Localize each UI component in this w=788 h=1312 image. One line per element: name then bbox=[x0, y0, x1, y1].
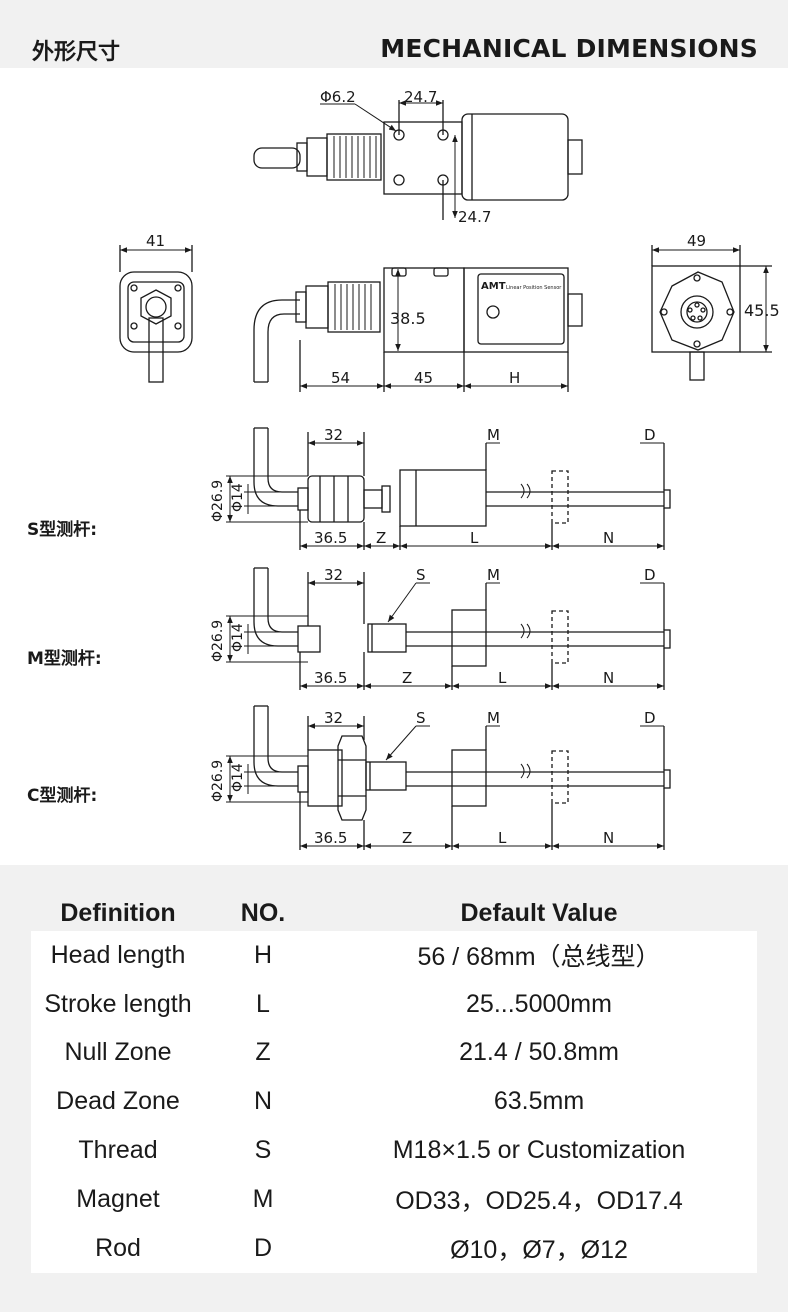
m-dim-z: Z bbox=[402, 669, 412, 687]
cell-no: H bbox=[205, 931, 321, 980]
s-rod-drawing bbox=[226, 427, 671, 550]
s-dim-n: N bbox=[603, 529, 614, 547]
dim-left-width: 41 bbox=[146, 232, 165, 250]
cell-default-value: 63.5mm bbox=[321, 1077, 757, 1127]
cell-no: D bbox=[205, 1223, 321, 1273]
cell-no: M bbox=[205, 1174, 321, 1224]
section-header: 外形尺寸 MECHANICAL DIMENSIONS bbox=[0, 0, 788, 68]
cell-definition: Stroke length bbox=[31, 979, 205, 1029]
s-dim-z: Z bbox=[376, 529, 386, 547]
cell-default-value: 25...5000mm bbox=[321, 979, 757, 1029]
table-row: Stroke length L 25...5000mm bbox=[31, 979, 757, 1029]
m-dim-32: 32 bbox=[324, 566, 343, 584]
definition-table-section: Definition NO. Default Value Head length… bbox=[0, 865, 788, 1312]
m-dim-365: 36.5 bbox=[314, 669, 347, 687]
table-row: Null Zone Z 21.4 / 50.8mm bbox=[31, 1028, 757, 1078]
c-dim-32: 32 bbox=[324, 709, 343, 727]
c-dim-inner: Φ14 bbox=[230, 763, 246, 792]
m-dim-outer: Φ26.9 bbox=[210, 620, 226, 662]
section-title-cn: 外形尺寸 bbox=[32, 40, 121, 65]
c-dim-z: Z bbox=[402, 829, 412, 847]
dim-side-height: 38.5 bbox=[390, 309, 426, 328]
table-header-row: Definition NO. Default Value bbox=[31, 895, 757, 931]
dim-h: H bbox=[509, 369, 520, 387]
c-dim-365: 36.5 bbox=[314, 829, 347, 847]
s-dim-outer: Φ26.9 bbox=[210, 480, 226, 522]
m-dim-n: N bbox=[603, 669, 614, 687]
left-end-view bbox=[119, 245, 193, 383]
table-row: Head length H 56 / 68mm（总线型） bbox=[31, 931, 757, 980]
cell-default-value: OD33，OD25.4，OD17.4 bbox=[321, 1174, 757, 1224]
c-dim-n: N bbox=[603, 829, 614, 847]
cell-definition: Magnet bbox=[31, 1174, 205, 1224]
cell-no: Z bbox=[205, 1028, 321, 1078]
m-label-d: D bbox=[644, 566, 656, 584]
s-dim-365: 36.5 bbox=[314, 529, 347, 547]
m-rod-label: M型测杆: bbox=[27, 649, 102, 669]
m-dim-l: L bbox=[498, 669, 507, 687]
mechanical-drawing: Φ6.2 24.7 24.7 41 bbox=[119, 88, 780, 850]
cell-default-value: 56 / 68mm（总线型） bbox=[321, 931, 757, 980]
header-definition: Definition bbox=[31, 895, 205, 931]
cell-no: S bbox=[205, 1126, 321, 1175]
definition-table: Definition NO. Default Value Head length… bbox=[31, 895, 757, 1273]
product-label: Linear Position Sensor bbox=[506, 285, 562, 291]
table-row: Thread S M18×1.5 or Customization bbox=[31, 1126, 757, 1175]
right-end-view bbox=[651, 245, 772, 381]
header-default-value: Default Value bbox=[321, 895, 757, 931]
cell-default-value: 21.4 / 50.8mm bbox=[321, 1028, 757, 1078]
c-label-m: M bbox=[487, 709, 500, 727]
table-row: Dead Zone N 63.5mm bbox=[31, 1077, 757, 1127]
m-dim-inner: Φ14 bbox=[230, 623, 246, 652]
table-row: Rod D Ø10，Ø7，Ø12 bbox=[31, 1223, 757, 1273]
side-view bbox=[253, 267, 583, 392]
cell-definition: Head length bbox=[31, 931, 205, 980]
s-dim-inner: Φ14 bbox=[230, 483, 246, 512]
dim-right-width: 49 bbox=[687, 232, 706, 250]
section-title-en: MECHANICAL DIMENSIONS bbox=[380, 34, 758, 63]
cell-default-value: M18×1.5 or Customization bbox=[321, 1126, 757, 1175]
brand-logo: AMT bbox=[481, 281, 506, 292]
cell-definition: Dead Zone bbox=[31, 1077, 205, 1127]
cell-definition: Null Zone bbox=[31, 1028, 205, 1078]
s-dim-32: 32 bbox=[324, 426, 343, 444]
top-view bbox=[253, 100, 583, 220]
dim-45: 45 bbox=[414, 369, 433, 387]
cell-no: L bbox=[205, 979, 321, 1029]
s-label-m: M bbox=[487, 426, 500, 444]
s-dim-l: L bbox=[470, 529, 479, 547]
dim-54: 54 bbox=[331, 369, 350, 387]
c-rod-label: C型测杆: bbox=[27, 786, 98, 806]
c-dim-l: L bbox=[498, 829, 507, 847]
m-rod-drawing bbox=[226, 567, 671, 690]
cell-definition: Thread bbox=[31, 1126, 205, 1175]
m-label-s: S bbox=[416, 566, 426, 584]
s-rod-label: S型测杆: bbox=[27, 520, 98, 540]
m-label-m: M bbox=[487, 566, 500, 584]
c-label-s: S bbox=[416, 709, 426, 727]
c-label-d: D bbox=[644, 709, 656, 727]
table-row: Magnet M OD33，OD25.4，OD17.4 bbox=[31, 1174, 757, 1224]
s-label-d: D bbox=[644, 426, 656, 444]
c-rod-drawing bbox=[226, 705, 671, 850]
dim-right-height: 45.5 bbox=[744, 301, 780, 320]
dim-phi-top: Φ6.2 bbox=[320, 88, 356, 106]
dim-top-height: 24.7 bbox=[458, 208, 491, 226]
c-dim-outer: Φ26.9 bbox=[210, 760, 226, 802]
cell-no: N bbox=[205, 1077, 321, 1127]
cell-definition: Rod bbox=[31, 1223, 205, 1273]
dim-top-width: 24.7 bbox=[404, 88, 437, 106]
cell-default-value: Ø10，Ø7，Ø12 bbox=[321, 1223, 757, 1273]
header-no: NO. bbox=[205, 895, 321, 931]
